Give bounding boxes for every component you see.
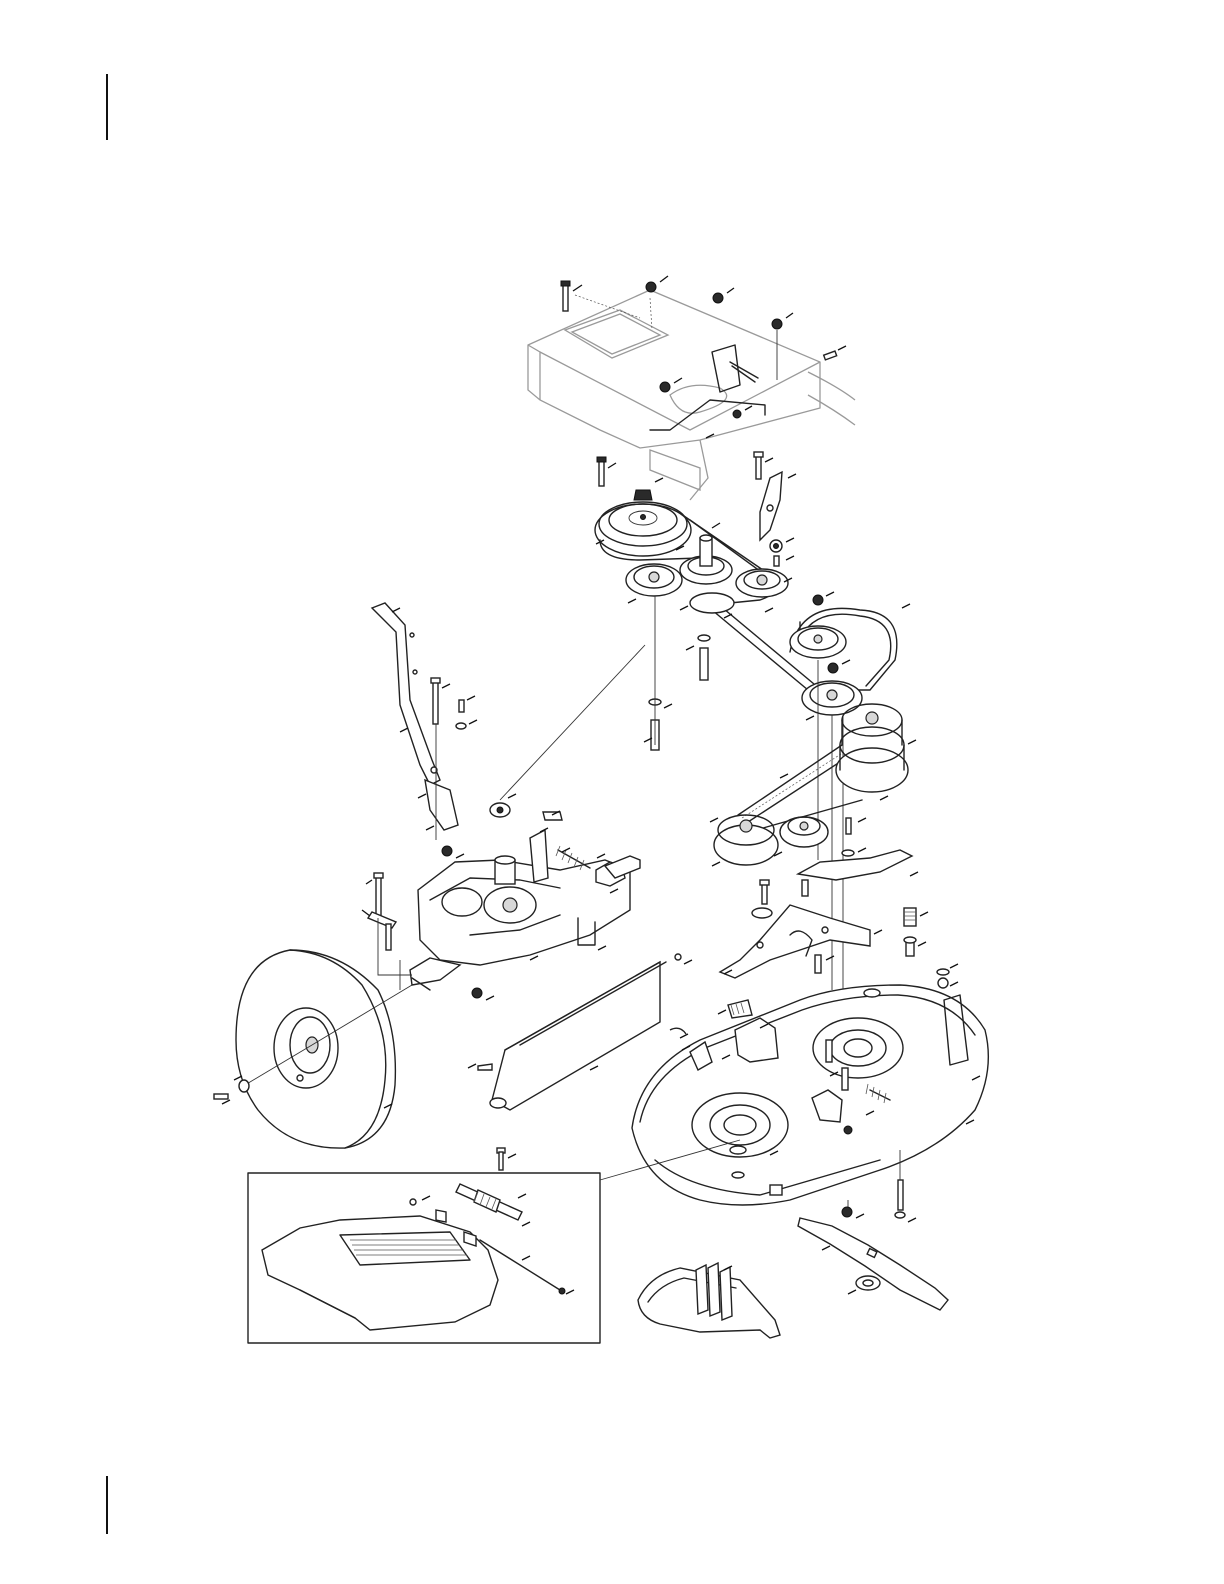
idler-bracket bbox=[760, 472, 796, 566]
mulch-plug bbox=[638, 1263, 780, 1338]
clutch-lever bbox=[372, 603, 477, 840]
deck-bracket bbox=[720, 905, 882, 978]
spring-parts-right bbox=[904, 908, 958, 988]
rear-wheel bbox=[214, 950, 412, 1148]
transmission-left-hardware bbox=[362, 873, 412, 975]
frame-mount bbox=[528, 290, 855, 500]
engine-pulley bbox=[595, 478, 691, 556]
deck-pulleys-lower bbox=[710, 704, 916, 866]
deck-idler-bracket bbox=[752, 818, 918, 918]
pulley-spacer-bolt bbox=[644, 596, 710, 750]
mower-deck bbox=[632, 985, 988, 1205]
